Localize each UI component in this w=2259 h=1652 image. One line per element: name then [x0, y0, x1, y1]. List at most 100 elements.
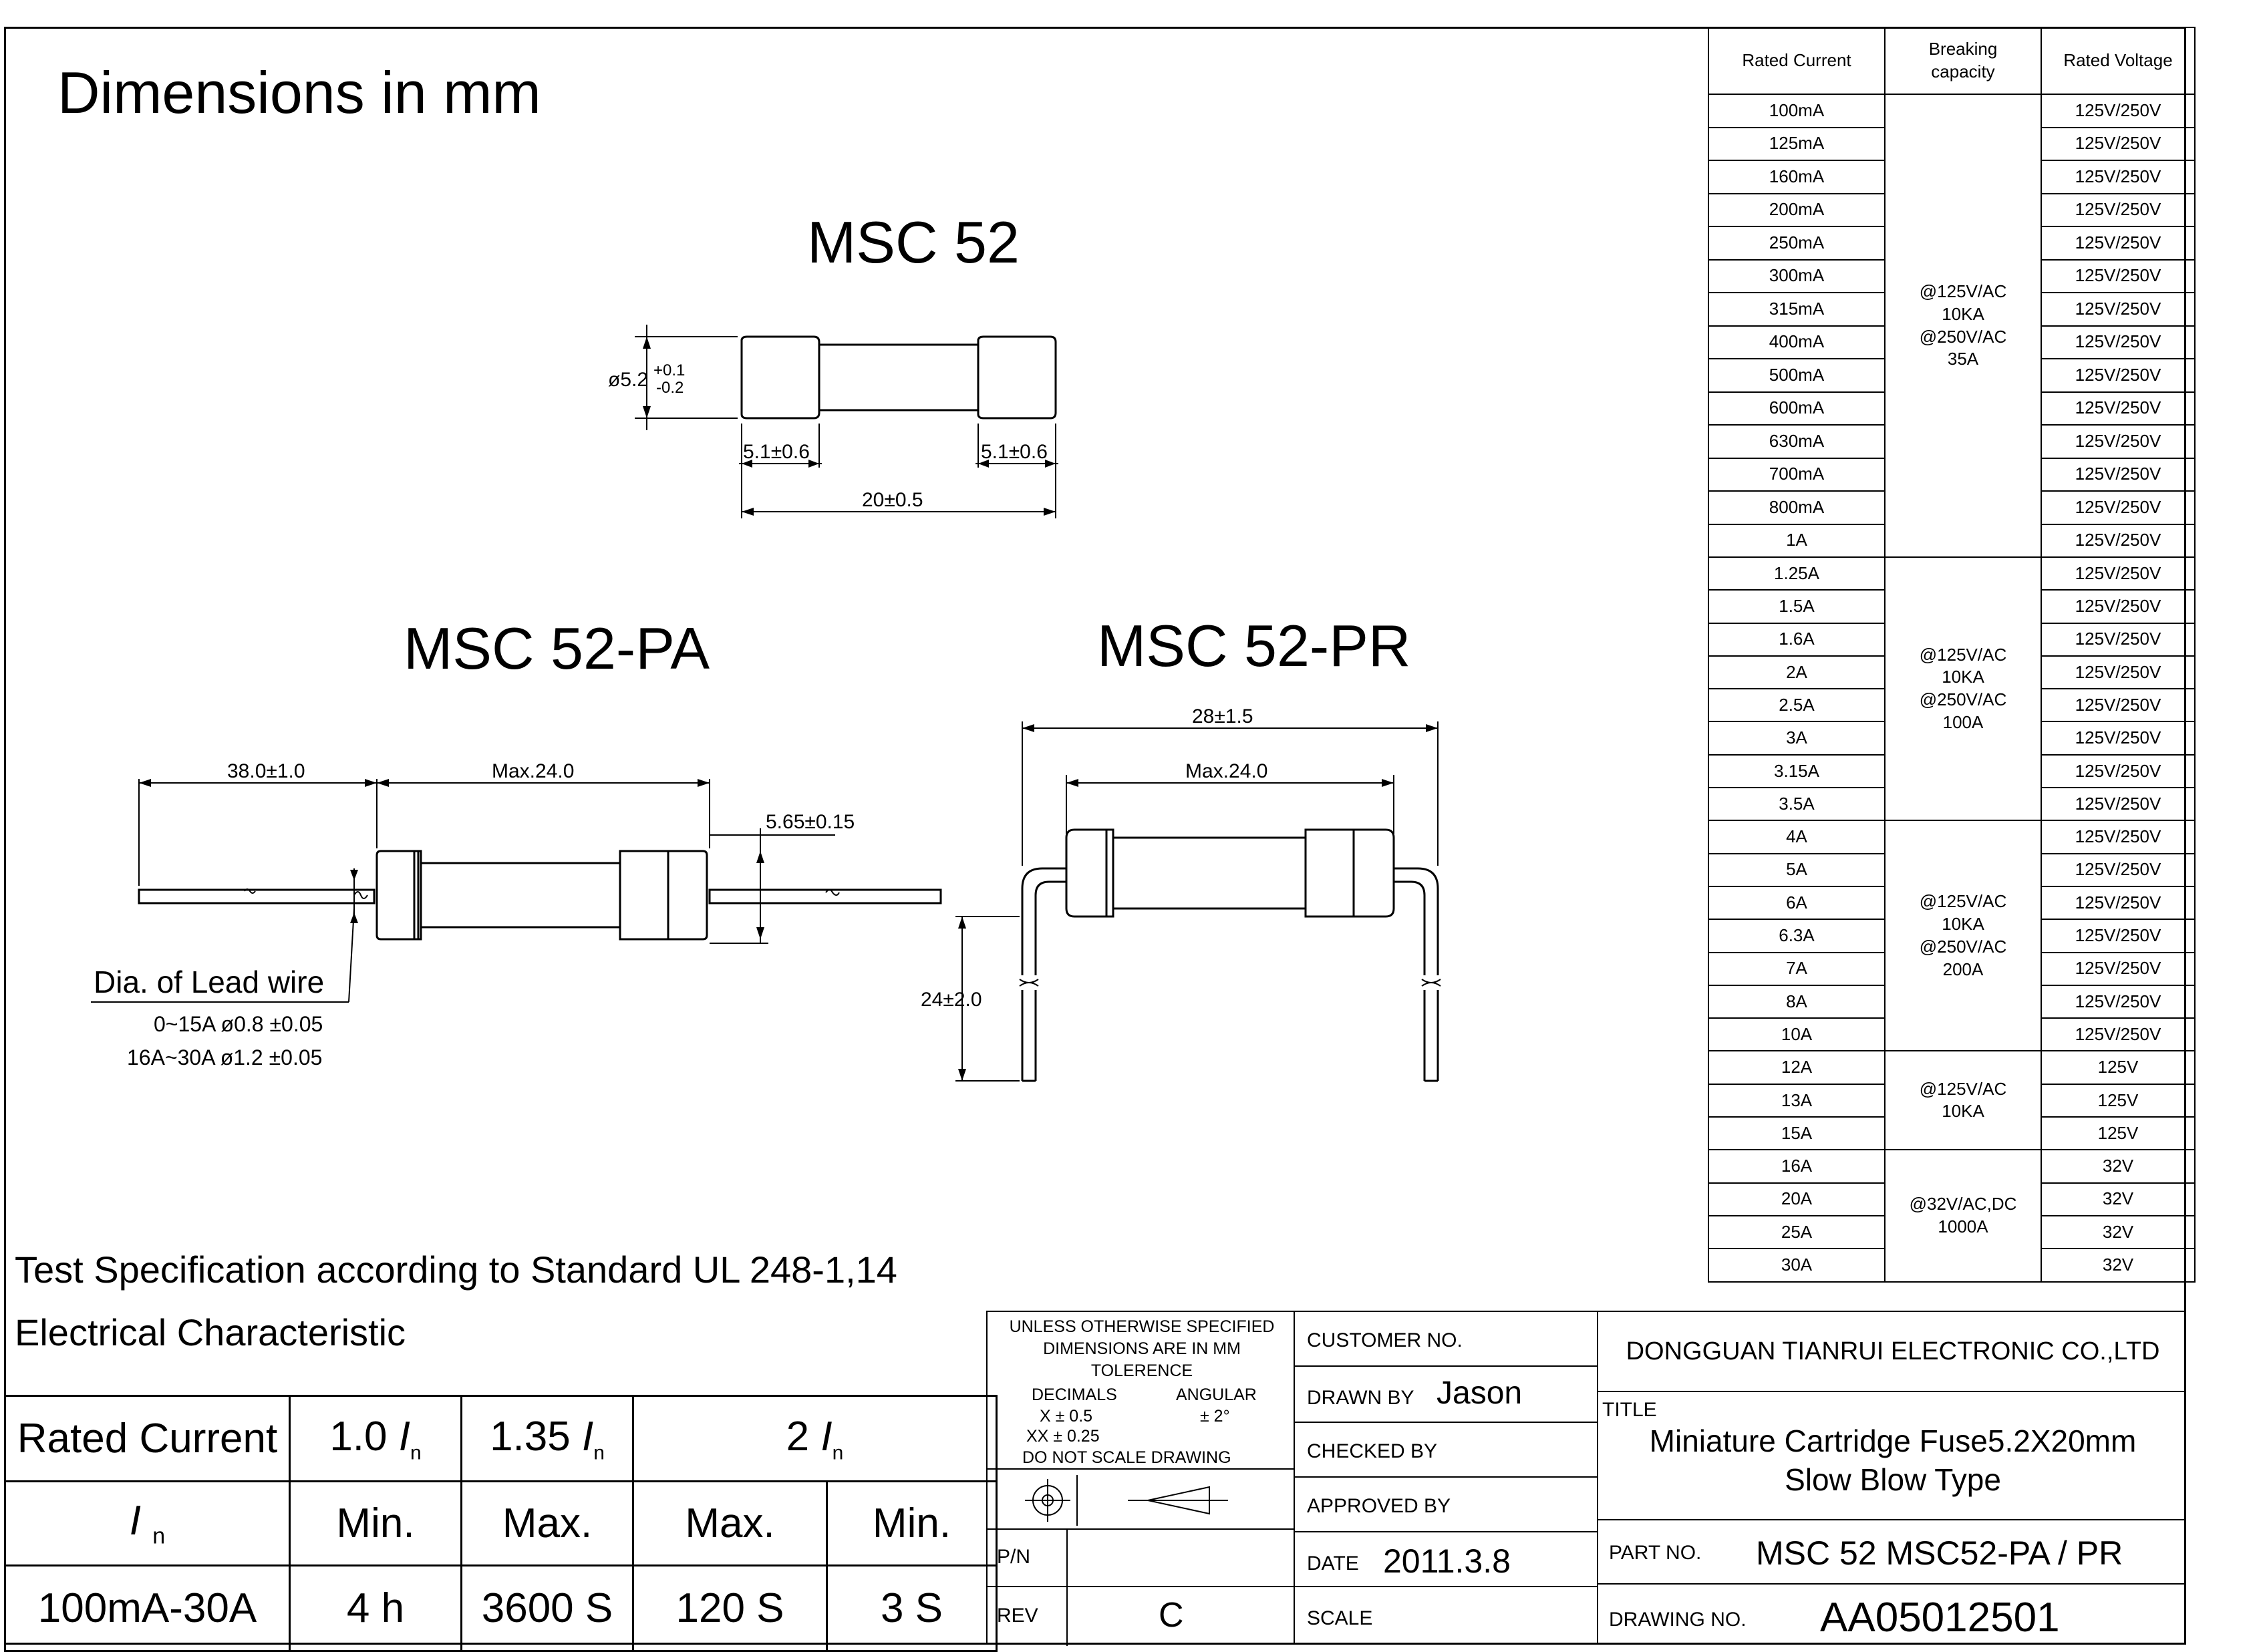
pn-label: P/N [997, 1546, 1031, 1568]
rated-voltage-cell: 125V/250V [2041, 490, 2196, 525]
rated-current-cell: 1.6A [1708, 622, 1886, 657]
rated-current-cell: 100mA [1708, 94, 1886, 128]
in-label: I n [4, 1480, 291, 1566]
rated-current-cell: 10A [1708, 1017, 1886, 1052]
scale-label: SCALE [1307, 1607, 1373, 1629]
title-block: UNLESS OTHERWISE SPECIFIED DIMENSIONS AR… [986, 1311, 2186, 1646]
rated-voltage-cell: 125V/250V [2041, 951, 2196, 986]
rated-voltage-cell: 125V/250V [2041, 556, 2196, 591]
tol-angle: ± 2° [1200, 1407, 1230, 1426]
rated-current-cell: 800mA [1708, 490, 1886, 525]
rated-voltage-cell: 125V/250V [2041, 523, 2196, 558]
drawing-no-box: DRAWING NO. AA05012501 [1597, 1583, 2186, 1645]
rated-voltage-cell: 125V [2041, 1050, 2196, 1085]
rated-voltage-cell: 125V/250V [2041, 457, 2196, 492]
rev-value: C [1159, 1596, 1184, 1635]
rated-current-cell: 25A [1708, 1214, 1886, 1250]
drawing-no-value: AA05012501 [1820, 1595, 2060, 1641]
rated-current-cell: 600mA [1708, 391, 1886, 426]
msc52pa-fuse-body [138, 850, 942, 941]
mult-1: 1.0 In [289, 1395, 462, 1482]
rated-current-cell: 3A [1708, 721, 1886, 756]
rated-voltage-cell: 32V [2041, 1182, 2196, 1216]
rated-voltage-cell: 125V/250V [2041, 94, 2196, 128]
rated-voltage-cell: 125V/250V [2041, 358, 2196, 393]
breaking-capacity-cell: @125V/AC 10KA @250V/AC 100A [1884, 556, 2042, 822]
electrical-table: Rated Current 1.0 In 1.35 In 2 In I n Mi… [4, 1395, 998, 1652]
drawn-box: DRAWN BY Jason [1294, 1365, 1598, 1423]
no-scale-note: DO NOT SCALE DRAWING [1022, 1448, 1231, 1467]
rated-current-cell: 300mA [1708, 259, 1886, 293]
approved-label: APPROVED BY [1307, 1495, 1451, 1517]
rev-box: REV C [986, 1586, 1295, 1646]
breaking-capacity-cell: @125V/AC 10KA @250V/AC 200A [1884, 820, 2042, 1052]
msc52-tol-plus: +0.1 [653, 361, 685, 379]
date-box: DATE 2011.3.8 [1294, 1531, 1598, 1587]
part-no-label: PART NO. [1609, 1542, 1702, 1564]
pn-box: P/N [986, 1528, 1295, 1589]
rated-current-cell: 125mA [1708, 126, 1886, 161]
rated-current-cell: 15A [1708, 1116, 1886, 1151]
rated-voltage-cell: 125V/250V [2041, 655, 2196, 690]
rated-current-cell: 200mA [1708, 192, 1886, 227]
lead-wire-spec-2: 16A~30A ø1.2 ±0.05 [127, 1045, 322, 1069]
rated-current-cell: 5A [1708, 852, 1886, 887]
msc52pr-fuse-body [1019, 828, 1441, 1082]
third-angle-projection-icon [1025, 1475, 1228, 1526]
part-no-value: MSC 52 MSC52-PA / PR [1756, 1534, 2123, 1572]
rated-current-cell: 1.25A [1708, 556, 1886, 591]
msc52pr-lead-height-dim: 24±2.0 [921, 989, 982, 1011]
fuse-drawings: ø5.2 +0.1 -0.2 5.1±0.6 5.1±0.6 20±0.5 38… [91, 325, 1441, 1082]
title-box: TITLE Miniature Cartridge Fuse5.2X20mm S… [1597, 1391, 2186, 1520]
min-label-2: Min. [826, 1480, 998, 1566]
header-breaking-capacity: Breaking capacity [1884, 27, 2042, 95]
rated-voltage-cell: 125V/250V [2041, 688, 2196, 723]
rated-voltage-cell: 125V/250V [2041, 919, 2196, 953]
title-label: TITLE [1602, 1399, 1657, 1421]
value-120s: 120 S [632, 1564, 828, 1652]
company-name: DONGGUAN TIANRUI ELECTRONIC CO.,LTD [1626, 1337, 2160, 1365]
customer-label: CUSTOMER NO. [1307, 1329, 1463, 1351]
msc52pr-title: MSC 52-PR [1097, 613, 1411, 679]
rated-voltage-cell: 125V/250V [2041, 424, 2196, 459]
max-label-2: Max. [632, 1480, 828, 1566]
rated-voltage-cell: 32V [2041, 1248, 2196, 1283]
rated-current-cell: 250mA [1708, 226, 1886, 261]
tol-xx: XX ± 0.25 [1026, 1427, 1100, 1446]
tolerance-box: UNLESS OTHERWISE SPECIFIED DIMENSIONS AR… [986, 1311, 1295, 1470]
angular-label: ANGULAR [1176, 1385, 1257, 1404]
rated-current-cell: 3.15A [1708, 754, 1886, 789]
header-rated-current: Rated Current [1708, 27, 1886, 95]
value-4h: 4 h [289, 1564, 462, 1652]
projection-symbol-box [986, 1468, 1295, 1530]
rated-voltage-cell: 125V/250V [2041, 292, 2196, 327]
breaking-capacity-cell: @125V/AC 10KA [1884, 1050, 2042, 1151]
title-line-2: Slow Blow Type [1785, 1462, 2001, 1497]
min-label-1: Min. [289, 1480, 462, 1566]
rated-current-cell: 6.3A [1708, 919, 1886, 953]
msc52-cap-left-dim: 5.1±0.6 [743, 441, 810, 463]
rated-voltage-cell: 125V [2041, 1116, 2196, 1151]
date-value: 2011.3.8 [1383, 1542, 1511, 1580]
tol-x: X ± 0.5 [1040, 1407, 1093, 1426]
checked-label: CHECKED BY [1307, 1440, 1438, 1462]
rated-voltage-cell: 125V/250V [2041, 984, 2196, 1019]
